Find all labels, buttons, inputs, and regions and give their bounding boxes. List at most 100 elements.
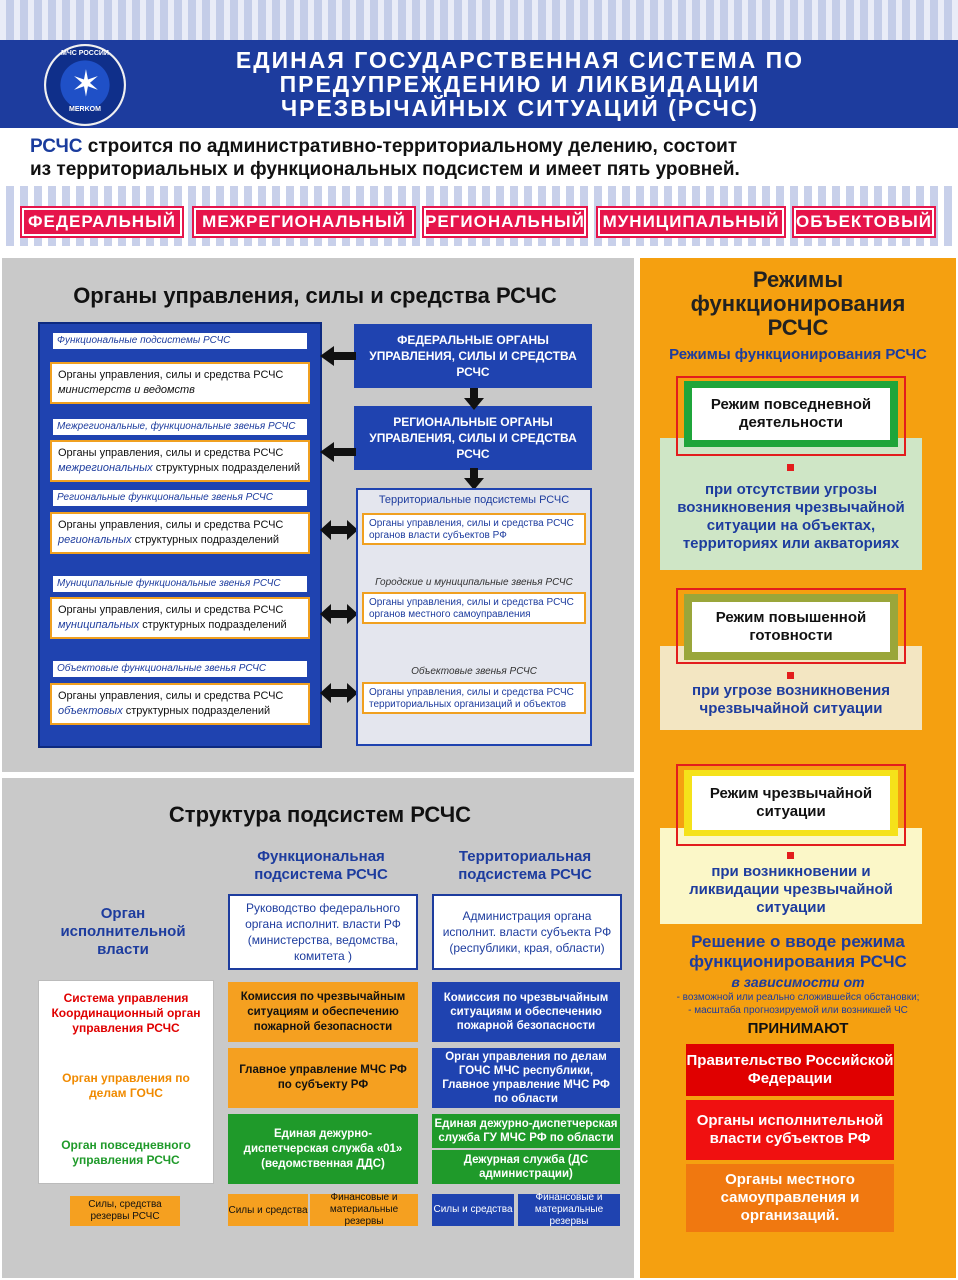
double-arrow-icon (320, 520, 358, 540)
mode3-desc: при возникновении и ликвидации чрезвычай… (689, 863, 893, 916)
mode1-desc: при отсутствии угрозы возникновения чрез… (677, 481, 905, 552)
authority-government: Правительство Российской Федерации (686, 1044, 894, 1096)
regional-organs-box: РЕГИОНАЛЬНЫЕ ОРГАНЫ УПРАВЛЕНИЯ, СИЛЫ И С… (354, 406, 592, 470)
func-commission-box: Комиссия по чрезвычайным ситуациям и обе… (228, 982, 418, 1042)
mode1-label: Режим повседневной деятельности (692, 388, 890, 440)
federal-organs-box: ФЕДЕРАЛЬНЫЕ ОРГАНЫ УПРАВЛЕНИЯ, СИЛЫ И СР… (354, 324, 592, 388)
mode3-label: Режим чрезвычайной ситуации (692, 776, 890, 830)
bullet-icon (787, 464, 794, 471)
terr-lead-box: Администрация органа исполнит. власти су… (432, 894, 622, 970)
decision-line-2: функционирования РСЧС (689, 952, 907, 971)
func-box-2-line2: структурных подразделений (131, 534, 280, 546)
terr-reserves-box: Финансовые и материальные резервы (518, 1192, 620, 1227)
mode1-frame (676, 376, 906, 456)
terr-header: Территориальная подсистема РСЧС (458, 848, 592, 883)
func-box-4-line1: Органы управления, силы и средства РСЧС (58, 690, 284, 702)
mchs-logo (44, 44, 126, 126)
func-box-1-line1: Органы управления, силы и средства РСЧС (58, 447, 284, 459)
header-stripes (0, 0, 958, 40)
emblem-star-icon: ✶ (70, 63, 102, 104)
func-box-4: Органы управления, силы и средства РСЧС … (50, 683, 310, 725)
func-reserves-box: Финансовые и материальные резервы (310, 1192, 418, 1227)
func-label-1: Межрегиональные, функциональные звенья Р… (52, 418, 308, 436)
mode2-frame (676, 588, 906, 664)
func-box-2-em: региональных (58, 534, 132, 546)
territorial-box-3: Органы управления, силы и средства РСЧС … (362, 682, 586, 714)
title-line-1: ЕДИНАЯ ГОСУДАРСТВЕННАЯ СИСТЕМА ПО (235, 47, 805, 73)
func-box-1-em: межрегиональных (58, 462, 153, 474)
accepts-label: ПРИНИМАЮТ (747, 1020, 849, 1037)
func-box-0-line2: министерств и ведомств (58, 384, 195, 396)
title-line-3: ЧРЕЗВЫЧАЙНЫХ СИТУАЦИЙ (РСЧС) (280, 95, 760, 121)
func-forces-box: Силы и средства (228, 1194, 308, 1226)
modes-subtitle: Режимы функционирования РСЧС (669, 346, 927, 363)
func-label-4: Объектовые функциональные звенья РСЧС (52, 660, 308, 678)
left-orange-text: Орган управления по делам ГОЧС (62, 1071, 190, 1100)
terr-forces-box: Силы и средства (432, 1194, 514, 1226)
func-box-3-em: муниципальных (58, 619, 140, 631)
mode2-label: Режим повышенной готовности (692, 602, 890, 652)
left-forces-box: Силы, средства резервы РСЧС (70, 1196, 180, 1226)
structure-title: Структура подсистем РСЧС (168, 802, 472, 827)
intro-text-2: из территориальных и функциональных подс… (30, 159, 740, 180)
mode2-desc-bg (660, 646, 922, 730)
title-line-2: ПРЕДУПРЕЖДЕНИЮ И ЛИКВИДАЦИИ (279, 71, 761, 97)
func-header: Функциональная подсистема РСЧС (254, 848, 388, 883)
arrow-left-icon (320, 346, 356, 366)
modes-title-3: РСЧС (767, 315, 829, 340)
func-box-3-line2: структурных подразделений (139, 619, 287, 631)
territorial-box-1: Органы управления, силы и средства РСЧС … (362, 513, 586, 545)
depends-text: в зависимости от (731, 974, 865, 990)
exec-label: Орган исполнительной власти (60, 905, 186, 958)
level-federal: ФЕДЕРАЛЬНЫЙ (22, 208, 182, 236)
decision-title: Решение о вводе режима функционирования … (650, 932, 946, 972)
mode3-frame (676, 764, 906, 846)
mode2-desc: при угрозе возникновения чрезвычайной си… (692, 682, 890, 717)
header-banner (0, 40, 958, 128)
func-label-2: Региональные функциональные звенья РСЧС (52, 489, 308, 507)
level-interregional: МЕЖРЕГИОНАЛЬНЫЙ (194, 208, 414, 236)
arrow-left-icon (320, 442, 356, 462)
authority-regional: Органы исполнительной власти субъектов Р… (686, 1100, 894, 1160)
page-title: ЕДИНАЯ ГОСУДАРСТВЕННАЯ СИСТЕМА ПО ПРЕДУП… (120, 48, 920, 120)
func-box-2: Органы управления, силы и средства РСЧС … (50, 512, 310, 554)
level-regional: РЕГИОНАЛЬНЫЙ (424, 208, 586, 236)
intro-text: РСЧС строится по административно-террито… (30, 135, 930, 181)
func-box-0: Органы управления, силы и средства РСЧС … (50, 362, 310, 404)
logo-text-bottom: MERKOM (69, 106, 101, 113)
intro-text-1: строится по административно-территориаль… (82, 136, 738, 157)
level-object: ОБЪЕКТОВЫЙ (794, 208, 934, 236)
mode1-desc-bg (660, 438, 922, 570)
modes-title-1: Режимы (752, 267, 844, 292)
left-red-text: Система управления Координационный орган… (51, 990, 201, 1035)
condition-2: - масштаба прогнозируемой или возникшей … (688, 1005, 908, 1016)
func-box-2-line1: Органы управления, силы и средства РСЧС (58, 519, 284, 531)
terr-duty2-box: Дежурная служба (ДС администрации) (432, 1150, 620, 1184)
modes-title: Режимы функционирования РСЧС (650, 268, 946, 340)
arrow-down-icon (464, 388, 484, 410)
func-box-4-line2: структурных подразделений (122, 705, 271, 717)
city-label: Городские и муниципальные звенья РСЧС (375, 577, 573, 588)
func-box-3: Органы управления, силы и средства РСЧС … (50, 597, 310, 639)
bullet-icon (787, 852, 794, 859)
decision-line-1: Решение о вводе режима (691, 932, 905, 951)
condition-1: - возможной или реально сложившейся обст… (676, 992, 920, 1003)
object-label: Объектовые звенья РСЧС (411, 666, 537, 677)
func-label-0: Функциональные подсистемы РСЧС (52, 332, 308, 350)
terr-organ-box: Орган управления по делам ГОЧС МЧС респу… (432, 1048, 620, 1108)
territorial-title: Территориальные подсистемы РСЧС (378, 494, 570, 506)
func-box-3-line1: Органы управления, силы и средства РСЧС (58, 604, 284, 616)
organs-title: Органы управления, силы и средства РСЧС (73, 283, 557, 308)
func-main-box: Главное управление МЧС РФ по субъекту РФ (228, 1048, 418, 1108)
func-lead-box: Руководство федерального органа исполнит… (228, 894, 418, 970)
terr-duty1-box: Единая дежурно-диспетчерская служба ГУ М… (432, 1114, 620, 1148)
authority-local: Органы местного самоуправления и организ… (686, 1164, 894, 1232)
modes-title-2: функционирования (690, 291, 906, 316)
terr-commission-box: Комиссия по чрезвычайным ситуациям и обе… (432, 982, 620, 1042)
func-box-4-em: объектовых (58, 705, 123, 717)
logo-text-top: МЧС РОССИИ (61, 50, 109, 57)
double-arrow-icon (320, 683, 358, 703)
intro-lead: РСЧС (30, 136, 83, 157)
level-municipal: МУНИЦИПАЛЬНЫЙ (598, 208, 784, 236)
double-arrow-icon (320, 604, 358, 624)
